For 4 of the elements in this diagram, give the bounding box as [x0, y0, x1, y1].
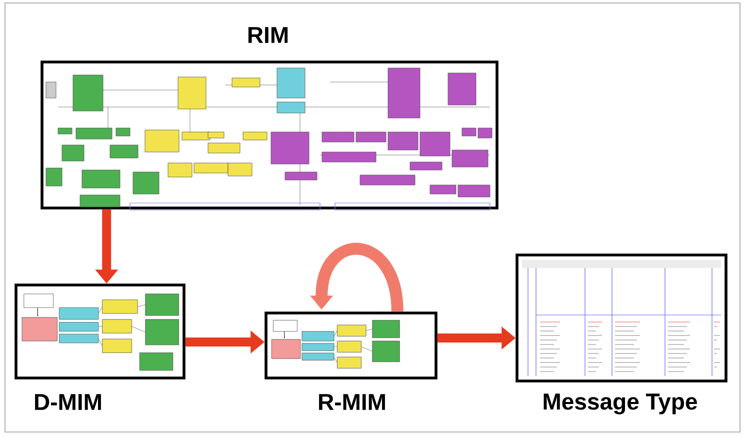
heading: RIM	[248, 27, 288, 43]
heading: Message Type	[544, 394, 697, 414]
heading: D-MIM	[35, 394, 101, 410]
heading: R-MIM	[319, 394, 385, 410]
